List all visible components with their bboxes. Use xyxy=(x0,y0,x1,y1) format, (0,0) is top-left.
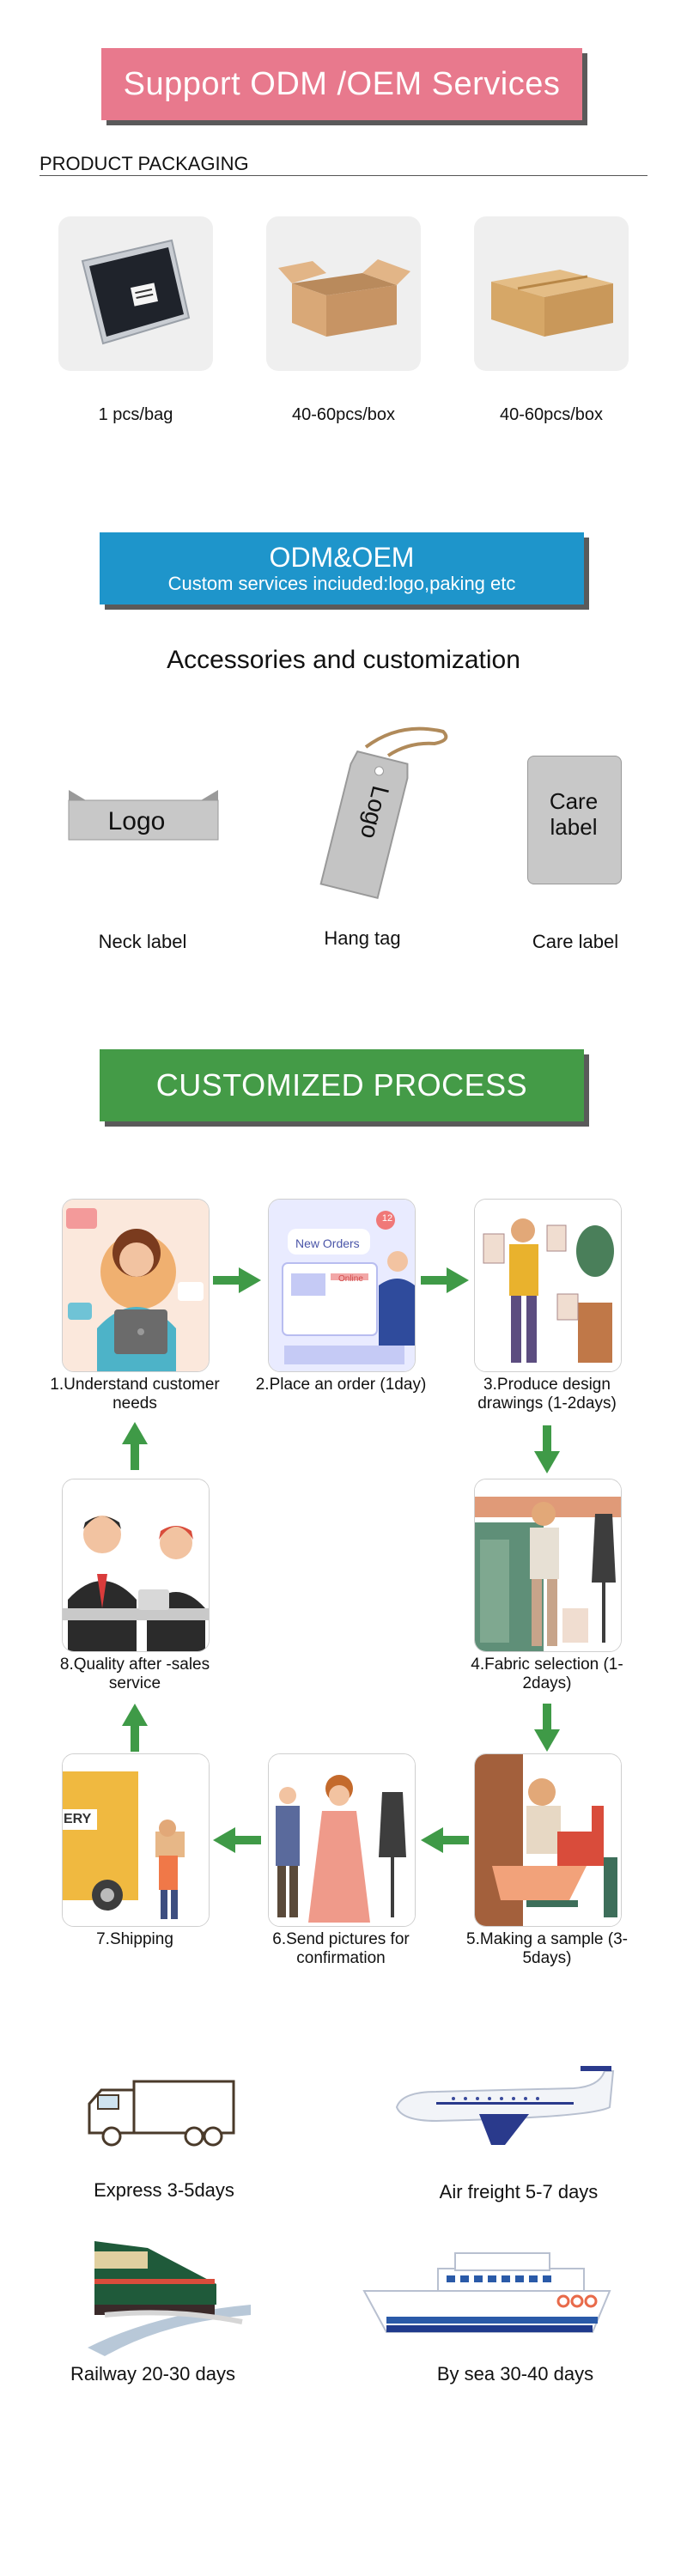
poly-bag-icon xyxy=(81,239,191,345)
packaging-card-open-box xyxy=(266,216,421,371)
step-5-label: 5.Making a sample (3-5days) xyxy=(466,1930,628,1967)
step-2-badge: 12 xyxy=(381,1213,393,1224)
send-pictures-icon xyxy=(269,1754,415,1926)
step-4-label: 4.Fabric selection (1-2days) xyxy=(471,1656,623,1692)
odm-oem-subtitle: Custom services inciuded:logo,paking etc xyxy=(167,573,516,594)
packaging-label-closed-box: 40-60pcs/box xyxy=(499,405,604,424)
step-7-card xyxy=(62,1753,210,1927)
packaging-label-open-box: 40-60pcs/box xyxy=(291,405,396,424)
step-7-label: 7.Shipping xyxy=(96,1930,173,1948)
shipping-label-express: Express 3-5days xyxy=(94,2179,234,2201)
hang-tag-icon xyxy=(319,726,448,900)
step-4-card xyxy=(474,1479,622,1652)
arrow-right-icon xyxy=(421,1267,469,1293)
arrow-down-icon xyxy=(534,1425,560,1473)
closed-box-icon xyxy=(491,270,613,337)
arrow-down-icon xyxy=(534,1704,560,1752)
packaging-card-closed-box xyxy=(474,216,629,371)
accessories-heading: Accessories and customization xyxy=(167,646,520,674)
online-order-icon xyxy=(269,1200,415,1371)
shipping-label-railway: Railway 20-30 days xyxy=(70,2363,235,2385)
step-8-card xyxy=(62,1479,210,1652)
customer-service-icon xyxy=(63,1200,209,1371)
page-title: Support ODM /OEM Services xyxy=(123,65,561,102)
neck-label-logo-text: Logo xyxy=(107,807,166,835)
step-2-card xyxy=(268,1199,416,1372)
packaging-heading: PRODUCT PACKAGING xyxy=(40,153,249,174)
caption-care-label: Care label xyxy=(532,931,619,952)
step-2-online: Online xyxy=(338,1274,363,1284)
step-6-label: 6.Send pictures for confirmation xyxy=(272,1930,410,1967)
step-3-card xyxy=(474,1199,622,1372)
step-6-card xyxy=(268,1753,416,1927)
shipping-label-air: Air freight 5-7 days xyxy=(439,2181,599,2202)
packaging-divider xyxy=(40,175,647,176)
step-1-label: 1.Understand customer needs xyxy=(50,1376,220,1413)
step-3-label: 3.Produce design drawings (1-2days) xyxy=(477,1376,617,1413)
open-box-icon xyxy=(278,259,410,337)
packaging-label-bag: 1 pcs/bag xyxy=(98,405,173,424)
caption-hang-tag: Hang tag xyxy=(324,927,401,949)
sewing-sample-icon xyxy=(475,1754,621,1926)
fabric-selection-icon xyxy=(475,1479,621,1651)
header-banner: Support ODM /OEM Services xyxy=(101,48,582,120)
truck-icon xyxy=(88,2080,235,2147)
care-label-text: Care label xyxy=(549,788,599,840)
packaging-card-bag xyxy=(58,216,213,371)
shipping-delivery-icon xyxy=(63,1754,209,1926)
airplane-icon xyxy=(395,2066,615,2145)
step-8-label: 8.Quality after -sales service xyxy=(59,1656,210,1692)
care-label-icon xyxy=(527,756,622,884)
odm-oem-title: ODM&OEM xyxy=(269,542,415,573)
train-icon xyxy=(88,2241,251,2356)
arrow-left-icon xyxy=(421,1827,469,1853)
ship-icon xyxy=(362,2252,611,2333)
arrow-up-icon xyxy=(122,1704,148,1752)
process-banner: CUSTOMIZED PROCESS xyxy=(100,1049,584,1121)
step-7-truck-text: ERY xyxy=(64,1812,92,1826)
arrow-left-icon xyxy=(213,1827,261,1853)
odm-oem-banner: ODM&OEM Custom services inciuded:logo,pa… xyxy=(100,532,584,605)
arrow-up-icon xyxy=(122,1422,148,1470)
step-2-label: 2.Place an order (1day) xyxy=(255,1376,427,1394)
caption-neck-label: Neck label xyxy=(98,931,187,952)
arrow-right-icon xyxy=(213,1267,261,1293)
design-drawing-icon xyxy=(475,1200,621,1371)
step-1-card xyxy=(62,1199,210,1372)
neck-label-icon xyxy=(68,790,219,841)
after-sales-service-icon xyxy=(63,1479,209,1651)
step-5-card xyxy=(474,1753,622,1927)
process-title: CUSTOMIZED PROCESS xyxy=(155,1067,528,1103)
step-2-card-title: New Orders xyxy=(295,1236,360,1250)
shipping-label-sea: By sea 30-40 days xyxy=(436,2363,594,2385)
